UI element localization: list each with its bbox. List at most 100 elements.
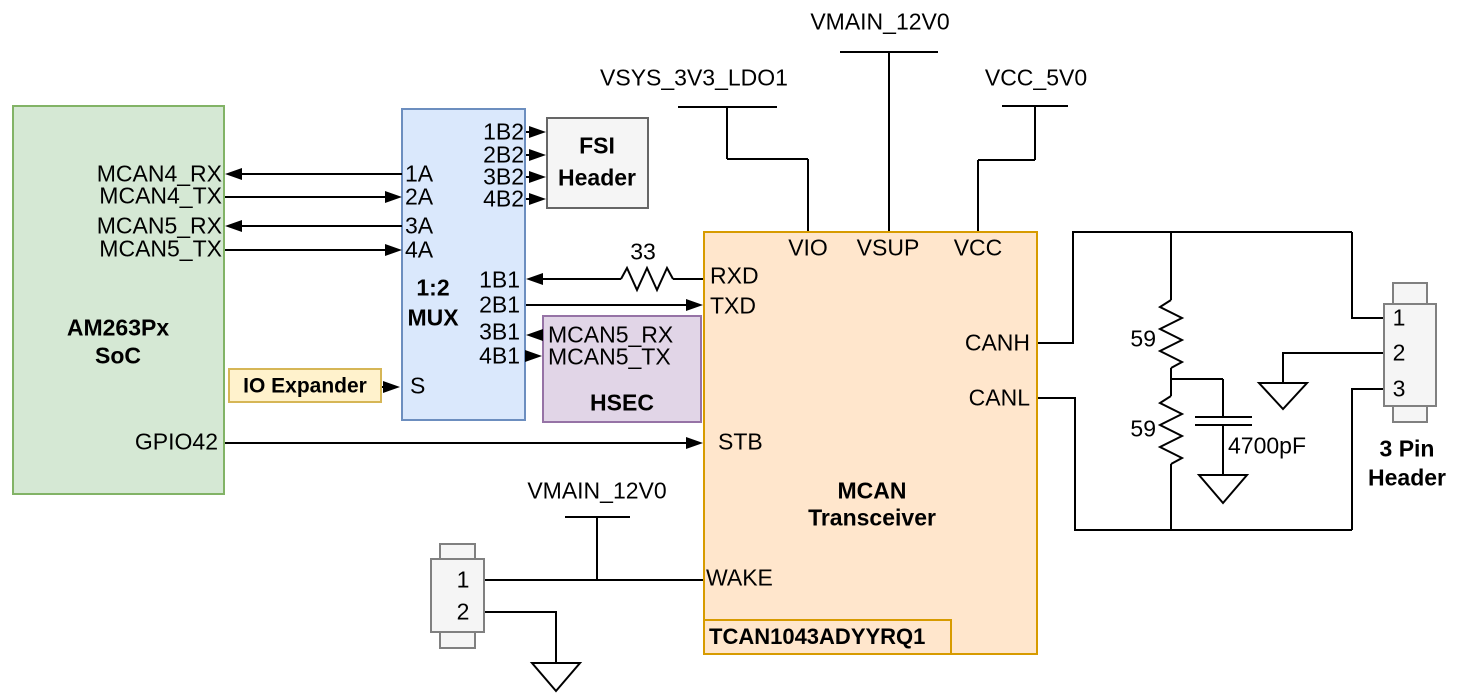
- rail-label-vmain-bottom: VMAIN_12V0: [527, 477, 667, 504]
- xcvr-pin-canl: CANL: [968, 384, 1030, 411]
- mux-pin-s: S: [410, 372, 426, 399]
- wire-canh: [1038, 231, 1352, 344]
- arrow-mcan4-tx: [385, 191, 402, 203]
- header-3pin-pin2: 2: [1392, 339, 1406, 366]
- resistor-33-value: 33: [630, 238, 656, 265]
- mux-title-line2: MUX: [407, 304, 459, 331]
- hsec-signal-rx: MCAN5_RX: [548, 321, 674, 348]
- arrow-hsec-tx: [525, 350, 542, 362]
- capacitor-4700pf: [1195, 379, 1252, 475]
- rail-vmain-top: [840, 51, 938, 231]
- soc-signal-mcan5-tx: MCAN5_TX: [99, 235, 222, 262]
- mux-pin-4b2: 4B2: [483, 185, 524, 212]
- xcvr-pin-vio: VIO: [788, 234, 828, 261]
- hsec-box: [542, 315, 702, 423]
- arrow-hsec-rx: [526, 329, 543, 341]
- fsi-title-line1: FSI: [579, 132, 615, 159]
- soc-signal-mcan4-tx: MCAN4_TX: [99, 182, 222, 209]
- rail-label-vsys: VSYS_3V3_LDO1: [600, 64, 788, 91]
- capacitor-value: 4700pF: [1228, 432, 1307, 459]
- hsec-title: HSEC: [590, 389, 654, 416]
- header-3pin-pin1: 1: [1392, 304, 1406, 331]
- arrow-4b2: [529, 193, 546, 205]
- xcvr-pin-canh: CANH: [964, 329, 1030, 356]
- rail-vcc: [977, 105, 1068, 231]
- arrow-1b2: [529, 126, 546, 138]
- arrow-2b2: [529, 149, 546, 161]
- wire-2pin-gnd: [485, 611, 557, 663]
- fsi-title-line2: Header: [558, 164, 636, 191]
- soc-box: [12, 105, 225, 495]
- mux-pin-2b1: 2B1: [479, 291, 520, 318]
- xcvr-pin-vsup: VSUP: [856, 234, 920, 261]
- io-expander-label: IO Expander: [243, 374, 367, 398]
- mux-box: [401, 108, 526, 421]
- xcvr-pin-wake: WAKE: [706, 564, 773, 591]
- ground-cap: [1196, 474, 1250, 505]
- mux-pin-4b1: 4B1: [479, 342, 520, 369]
- soc-title-line2: SoC: [95, 342, 141, 369]
- transceiver-box: [703, 231, 1038, 655]
- soc-signal-mcan4-rx: MCAN4_RX: [96, 160, 222, 187]
- rail-vmain-bottom: [565, 516, 630, 580]
- mux-pin-2b2: 2B2: [483, 141, 524, 168]
- wire-b2-lines: [526, 131, 534, 200]
- arrow-mcan5-rx: [225, 220, 242, 232]
- arrow-select: [383, 381, 400, 393]
- xcvr-title-line1: MCAN: [837, 477, 907, 504]
- xcvr-part-number: TCAN1043ADYYRQ1: [709, 623, 926, 649]
- rail-vsys: [678, 106, 809, 231]
- arrow-stb: [686, 437, 703, 449]
- connector-2pin-body: [430, 558, 485, 633]
- arrow-3b2: [529, 171, 546, 183]
- xcvr-pin-txd: TXD: [710, 292, 756, 319]
- wire-term-mid: [1170, 232, 1223, 530]
- soc-title-line1: AM263Px: [66, 314, 170, 341]
- mux-pin-1b2: 1B2: [483, 118, 524, 145]
- part-number-box: [703, 619, 952, 655]
- connector-2pin-pin1: 1: [456, 566, 470, 593]
- mux-pin-1a: 1A: [405, 160, 434, 187]
- resistor-59-top-value: 59: [1130, 325, 1156, 352]
- mux-pin-2a: 2A: [405, 183, 434, 210]
- mux-title-line1: 1:2: [416, 274, 450, 301]
- resistor-59-bottom: [1157, 395, 1185, 465]
- resistor-33: [620, 265, 674, 293]
- mux-pin-1b1: 1B1: [479, 266, 520, 293]
- arrow-rxd: [526, 273, 543, 285]
- resistor-59-top: [1157, 299, 1185, 369]
- arrow-mcan4-rx: [225, 168, 242, 180]
- fsi-header-box: [546, 117, 649, 209]
- io-expander-box: [228, 368, 382, 403]
- mux-pin-3b2: 3B2: [483, 163, 524, 190]
- arrow-mcan5-tx: [385, 244, 402, 256]
- header-3pin-title-line2: Header: [1368, 464, 1446, 491]
- header-3pin-title-line1: 3 Pin: [1379, 435, 1435, 462]
- rail-label-vmain-top: VMAIN_12V0: [810, 8, 950, 35]
- header-3pin-body: [1383, 303, 1437, 407]
- mux-pin-3a: 3A: [405, 212, 434, 239]
- xcvr-title-line2: Transceiver: [808, 504, 936, 531]
- soc-signal-gpio42: GPIO42: [134, 428, 218, 455]
- arrow-txd: [686, 299, 703, 311]
- header-3pin-pin3: 3: [1392, 375, 1406, 402]
- wire-header-pin2-gnd: [1282, 352, 1383, 383]
- mux-pin-3b1: 3B1: [479, 318, 520, 345]
- wire-header-pin3: [1351, 388, 1383, 530]
- wire-header-pin1: [1351, 232, 1383, 319]
- xcvr-pin-stb: STB: [718, 428, 763, 455]
- xcvr-pin-vcc: VCC: [953, 234, 1003, 261]
- wire-canl: [1038, 397, 1352, 531]
- connector-2pin-pin2: 2: [456, 598, 470, 625]
- hsec-signal-tx: MCAN5_TX: [548, 343, 671, 370]
- soc-signal-mcan5-rx: MCAN5_RX: [96, 212, 222, 239]
- header-3pin-tab-top: [1392, 282, 1428, 305]
- ground-2pin: [529, 662, 583, 693]
- connector-2pin-tab-bottom: [439, 631, 476, 649]
- resistor-59-bottom-value: 59: [1130, 415, 1156, 442]
- xcvr-pin-rxd: RXD: [710, 262, 759, 289]
- rail-label-vcc: VCC_5V0: [984, 64, 1088, 91]
- header-3pin-tab-bottom: [1392, 405, 1428, 423]
- ground-header-pin2: [1256, 382, 1310, 411]
